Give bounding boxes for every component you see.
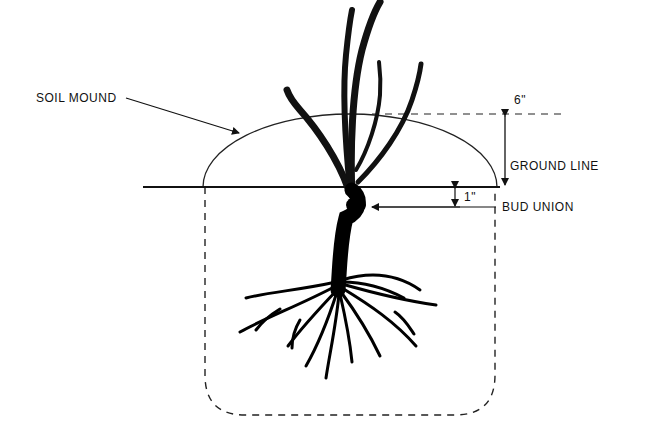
leader-line — [126, 98, 239, 133]
diagram-label: BUD UNION — [502, 200, 574, 214]
rose-canes — [287, 2, 421, 195]
diagram-label: GROUND LINE — [510, 159, 599, 173]
planting-hole — [205, 187, 495, 415]
mound-top-line — [372, 113, 565, 114]
leader-line — [372, 206, 496, 207]
diagram-label: SOIL MOUND — [36, 91, 117, 105]
ground-line — [143, 186, 500, 188]
diagram-label: 6" — [514, 93, 526, 107]
diagram-label: 1" — [464, 190, 476, 204]
dimension-arrow — [454, 188, 455, 206]
dimension-arrow — [504, 116, 505, 185]
rose-roots — [240, 275, 436, 378]
